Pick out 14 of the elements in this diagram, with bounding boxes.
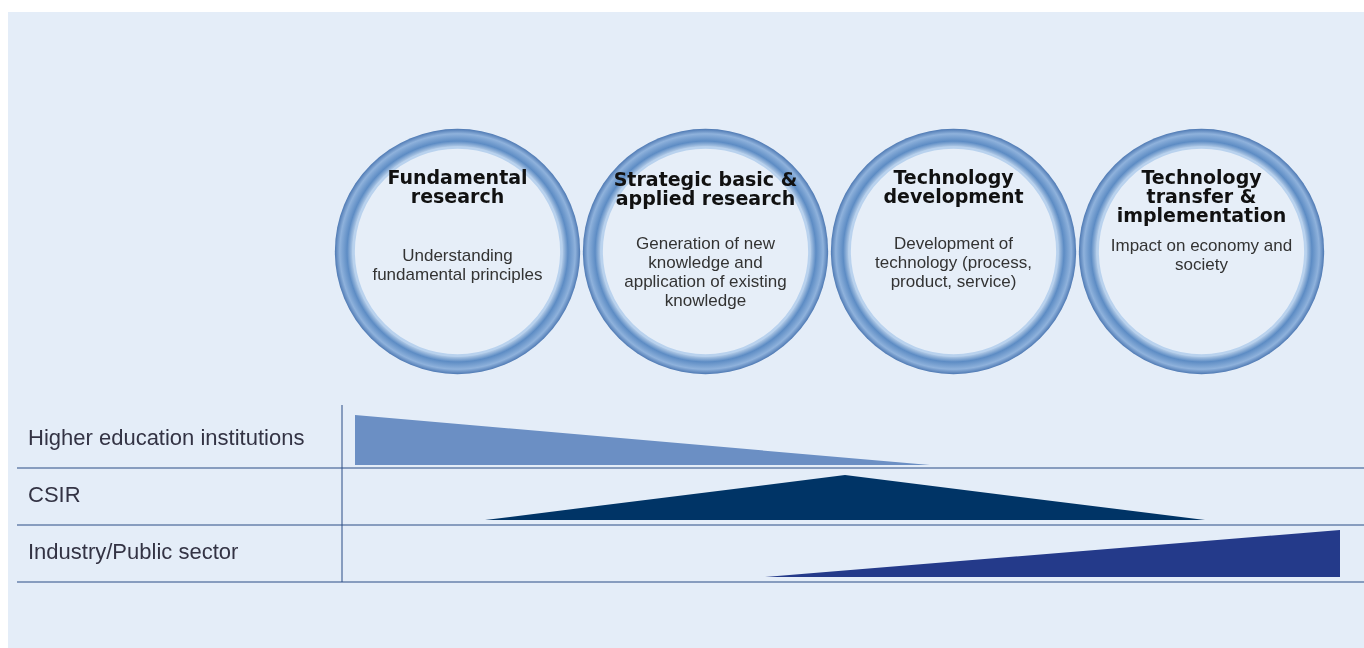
stage-description: Generation of new knowledge and application of existing knowledge	[623, 234, 788, 310]
stage-description: Understanding fundamental principles	[371, 246, 544, 284]
row-label: Industry/Public sector	[28, 539, 239, 565]
stage-title: Fundamental research	[386, 168, 529, 206]
ring-circle	[1078, 128, 1325, 375]
stage-description: Impact on economy and society	[1109, 236, 1294, 274]
ring-circle	[830, 128, 1077, 375]
row-label: CSIR	[28, 482, 81, 508]
stage-title: Technology development	[882, 168, 1025, 206]
row-label: Higher education institutions	[28, 425, 305, 451]
stage-description: Development of technology (process, product, service)	[874, 234, 1033, 291]
stage-title: Technology transfer & implementation	[1115, 168, 1288, 225]
ring-circle	[582, 128, 829, 375]
ring-circle	[334, 128, 581, 375]
